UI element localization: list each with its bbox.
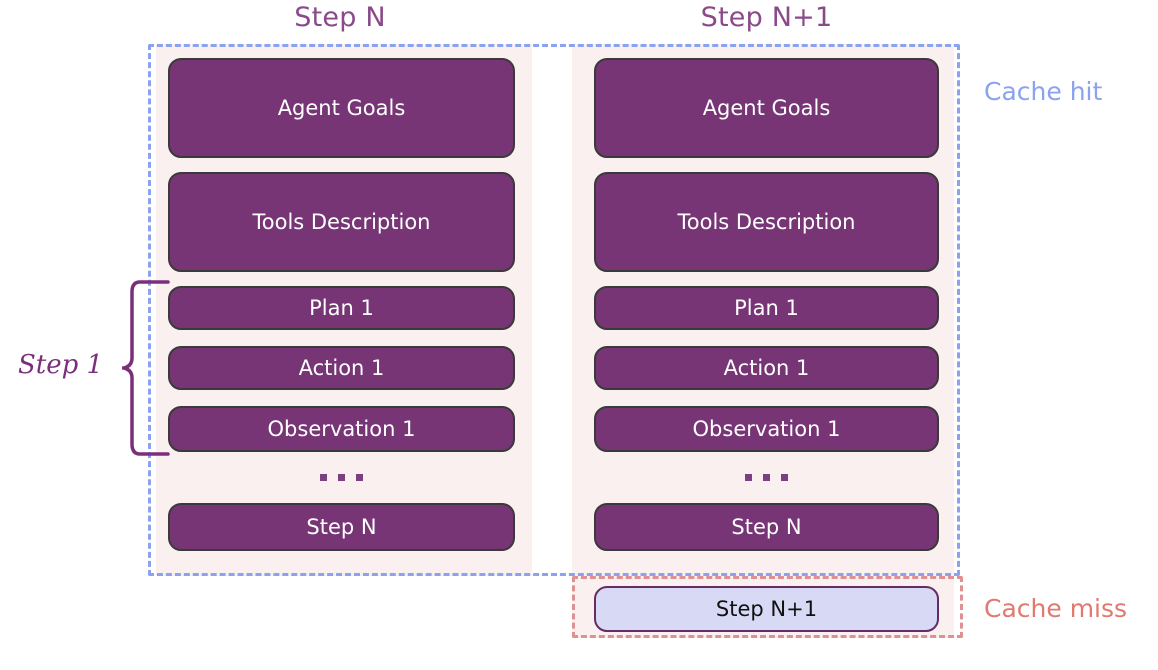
ellipsis-icon	[168, 462, 515, 492]
column-header-step-n: Step N	[294, 2, 386, 33]
cache-hit-label: Cache hit	[984, 77, 1103, 106]
step-group-label: Step 1	[18, 350, 104, 380]
block-observation-1: Observation 1	[594, 406, 939, 452]
block-tools-description: Tools Description	[594, 172, 939, 272]
block-tools-description: Tools Description	[168, 172, 515, 272]
block-plan-1: Plan 1	[594, 286, 939, 330]
block-step-n: Step N	[168, 503, 515, 551]
cache-miss-label: Cache miss	[984, 594, 1128, 623]
block-step-n: Step N	[594, 503, 939, 551]
block-action-1: Action 1	[168, 346, 515, 390]
block-plan-1: Plan 1	[168, 286, 515, 330]
block-action-1: Action 1	[594, 346, 939, 390]
ellipsis-icon	[594, 462, 939, 492]
block-step-n-plus-1: Step N+1	[594, 586, 939, 632]
block-agent-goals: Agent Goals	[168, 58, 515, 158]
block-agent-goals: Agent Goals	[594, 58, 939, 158]
column-header-step-n-plus-1: Step N+1	[700, 2, 833, 33]
cache-miss-region	[572, 576, 963, 638]
block-observation-1: Observation 1	[168, 406, 515, 452]
